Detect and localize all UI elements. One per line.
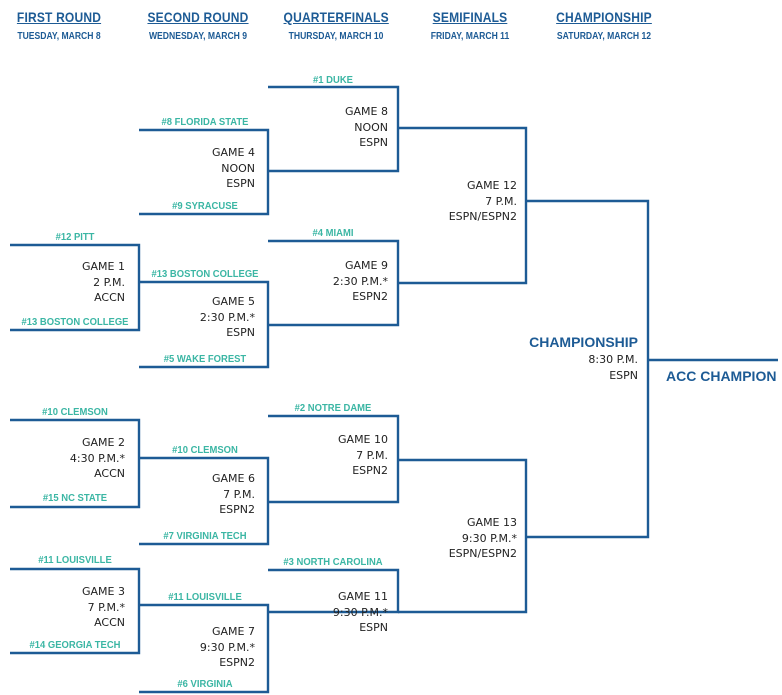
- team-label: #14 GEORGIA TECH: [29, 639, 121, 651]
- team-label: #11 LOUISVILLE: [168, 591, 242, 603]
- round-date-first: TUESDAY, MARCH 8: [17, 31, 101, 42]
- bracket-game-3: [10, 567, 141, 655]
- round-title-second: SECOND ROUND: [147, 9, 249, 25]
- bracket-game-11: [268, 568, 400, 614]
- round-date-second: WEDNESDAY, MARCH 9: [148, 31, 248, 42]
- round-title-first: FIRST ROUND: [16, 9, 102, 25]
- team-label: #10 CLEMSON: [42, 406, 108, 418]
- bracket-game-7: [139, 603, 270, 694]
- team-label: #4 MIAMI: [312, 227, 354, 239]
- team-label: #8 FLORIDA STATE: [161, 116, 249, 128]
- team-label: #12 PITT: [55, 231, 95, 243]
- team-label: #15 NC STATE: [42, 492, 108, 504]
- team-label: #2 NOTRE DAME: [294, 402, 372, 414]
- championship-info: 8:30 P.M. ESPN: [520, 352, 638, 383]
- bracket-game-2: [10, 418, 141, 509]
- team-label: #6 VIRGINIA: [177, 678, 233, 690]
- round-title-championship: CHAMPIONSHIP: [556, 9, 652, 25]
- round-title-semifinals: SEMIFINALS: [432, 9, 508, 25]
- championship-time: 8:30 P.M.: [588, 353, 638, 366]
- team-label: #11 LOUISVILLE: [38, 554, 112, 566]
- bracket-game-1: [10, 243, 141, 332]
- round-title-quarterfinals: QUARTERFINALS: [283, 9, 389, 25]
- round-date-quarterfinals: THURSDAY, MARCH 10: [288, 31, 384, 42]
- team-label: #5 WAKE FOREST: [163, 353, 247, 365]
- round-date-semifinals: FRIDAY, MARCH 11: [430, 31, 510, 42]
- team-label: #3 NORTH CAROLINA: [283, 556, 383, 568]
- team-label: #10 CLEMSON: [172, 444, 238, 456]
- team-label: #1 DUKE: [313, 74, 353, 86]
- team-label: #13 BOSTON COLLEGE: [151, 268, 259, 280]
- championship-network: ESPN: [609, 368, 638, 382]
- team-label: #9 SYRACUSE: [172, 200, 238, 212]
- team-label: #13 BOSTON COLLEGE: [21, 316, 129, 328]
- team-label: #7 VIRGINIA TECH: [163, 530, 247, 542]
- bracket-championship: [526, 199, 650, 539]
- bracket-game-12: [398, 126, 528, 285]
- round-date-championship: SATURDAY, MARCH 12: [556, 31, 652, 42]
- championship-title: CHAMPIONSHIP: [529, 334, 638, 350]
- acc-champion-label: ACC CHAMPION: [666, 368, 777, 384]
